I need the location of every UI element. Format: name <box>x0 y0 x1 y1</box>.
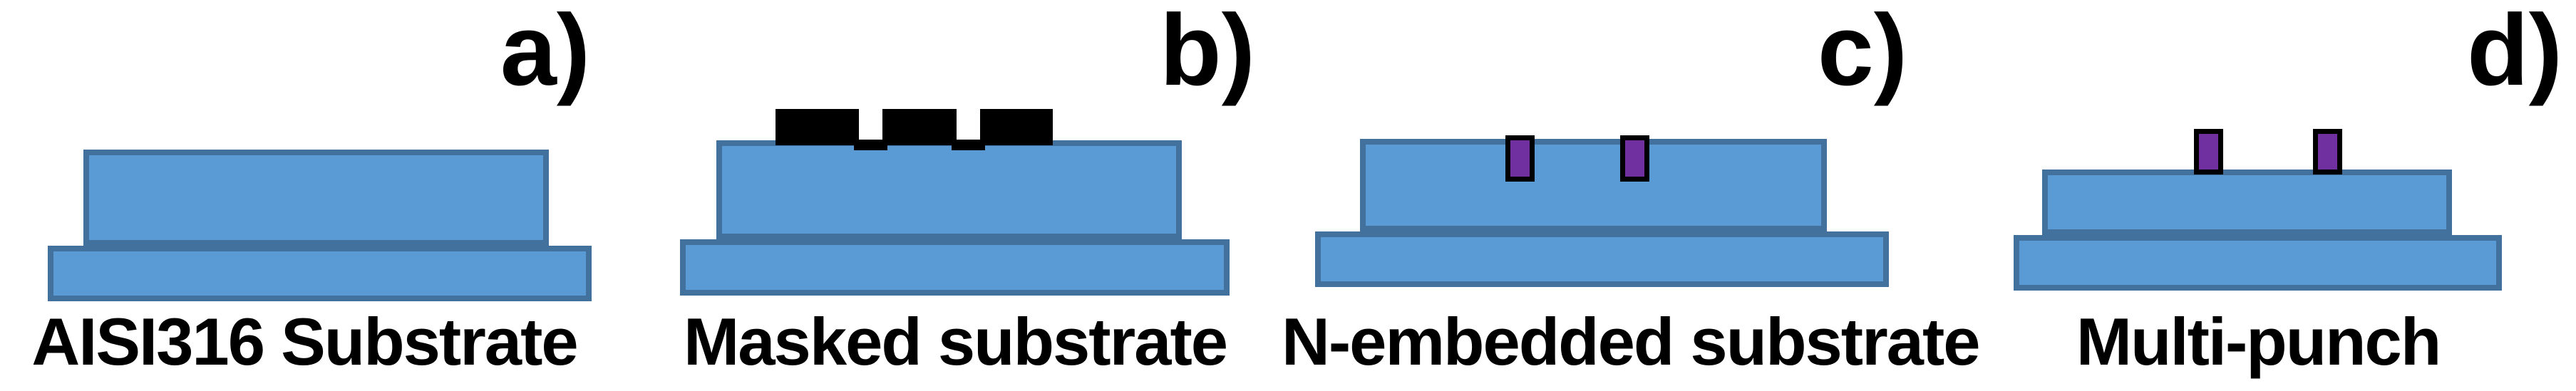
ion-mask-bar <box>776 109 1053 145</box>
caption-d: Multi-punch <box>2076 304 2442 379</box>
n-implant-2 <box>1620 135 1649 182</box>
mask-foot-1 <box>854 140 887 150</box>
substrate-top-block-c <box>1360 139 1827 231</box>
n-implant-1 <box>1505 135 1535 182</box>
caption-c: N-embedded substrate <box>1282 304 1981 379</box>
caption-a: AISI316 Substrate <box>31 304 578 379</box>
panel-label-b: b) <box>1159 0 1256 107</box>
punch-1 <box>2194 129 2223 174</box>
mask-opening-2 <box>957 109 980 140</box>
substrate-top-block-b <box>716 140 1182 239</box>
panel-label-d: d) <box>2466 0 2563 107</box>
panel-label-c: c) <box>1817 0 1908 107</box>
substrate-base-block-c <box>1315 231 1889 287</box>
caption-b: Masked substrate <box>683 304 1228 379</box>
panel-label-a: a) <box>500 0 591 107</box>
substrate-top-block-d <box>2042 170 2452 235</box>
substrate-base-block-d <box>2014 235 2502 291</box>
substrate-base-block-a <box>48 246 592 301</box>
punch-2 <box>2313 129 2342 174</box>
mask-opening-1 <box>859 109 882 140</box>
substrate-top-block-a <box>83 150 549 246</box>
mask-foot-2 <box>952 140 985 150</box>
substrate-base-block-b <box>680 239 1230 296</box>
